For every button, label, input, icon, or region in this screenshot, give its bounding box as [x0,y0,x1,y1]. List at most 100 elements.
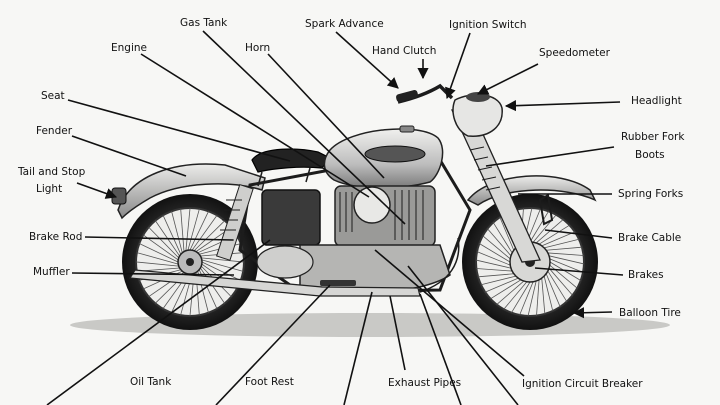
rear-fender-shape [117,163,266,220]
wheel-spoke [201,261,241,281]
wheel-spoke [191,215,218,251]
label-tail-stop-light-line1: Tail and Stop [17,166,86,178]
leader-exhaust-pipes [389,295,406,371]
wheel-spoke [135,261,179,267]
label-spring-forks: Spring Forks [618,188,683,200]
wheel-spoke [548,255,585,265]
wheel-spoke [511,281,531,313]
leader-brake-cable [544,229,613,239]
wheel-spoke [180,208,185,252]
exhaust-bend [419,237,460,293]
engine-block [334,185,436,247]
leader-gas-tank [202,30,406,225]
wheel-spoke [479,243,511,263]
label-oil-tank: Oil Tank [130,376,172,388]
motorcycle-illustration [111,83,598,330]
label-brakes: Brakes [628,269,664,281]
label-ignition-switch: Ignition Switch [449,19,527,31]
wheel-spoke [139,243,179,263]
leader-brake-rod [84,236,234,241]
wheel-spoke [492,222,513,254]
wheel-spoke [496,280,525,305]
foot-rest-shape [320,280,356,286]
leader-extra-1 [343,291,373,405]
hand-clutch-lever [396,89,418,103]
leader-ignition-circuit-breaker [374,249,525,377]
label-rubber-fork-boots-line2: Boots [635,149,665,161]
wheel-spoke [193,220,226,252]
wheel-spoke [543,276,554,312]
rear-wheel [122,194,258,330]
leader-engine [140,53,370,198]
tank-emblem [364,145,426,163]
leader-ignition-switch [445,32,471,100]
label-fender: Fender [36,125,73,137]
wheel-spoke [503,281,528,310]
leader-fender [71,135,187,177]
wheel-spoke [480,275,516,286]
wheel-spoke [527,280,537,317]
leader-foot-rest [215,284,331,405]
wheel-spoke [519,281,534,316]
wheel-spoke [187,208,200,251]
wheel-spoke [541,278,546,314]
wheel-spoke [136,252,179,265]
label-hand-clutch: Hand Clutch [372,45,436,57]
leader-extra-2 [419,293,462,405]
wheel-spoke [536,279,540,316]
wheel-spoke [549,258,584,273]
leader-balloon-tire [572,307,613,319]
wheel-spoke [529,211,549,243]
leader-headlight [504,100,621,112]
leader-oil-tank [46,239,271,405]
label-exhaust-pipes: Exhaust Pipes [388,377,461,389]
wheel-spoke [547,270,568,302]
tank-cap [399,125,415,133]
leader-rubber-fork-boots [485,146,615,167]
part-labels: Gas Tank Spark Advance Ignition Switch E… [17,17,685,390]
wheel-spoke [482,235,511,260]
leader-speedometer [476,63,539,95]
wheel-spoke [201,259,244,272]
label-balloon-tire: Balloon Tire [619,307,681,319]
wheel-spoke [143,234,179,261]
front-wheel [462,194,598,330]
leader-horn [267,53,385,179]
wheel-spoke [478,273,514,278]
wheel-spoke [548,267,573,296]
label-gas-tank: Gas Tank [180,17,228,29]
leader-tail-light [76,182,118,199]
wheel-spoke [490,279,522,300]
wheel-spoke [549,261,581,281]
leader-extra-3 [407,265,519,405]
wheel-spoke [545,273,561,307]
label-seat: Seat [41,90,65,102]
wheel-spoke [538,224,570,245]
rear-shock [215,184,254,261]
wheel-spoke [487,228,512,257]
wheel-spoke [201,257,245,263]
label-headlight: Headlight [631,95,682,107]
label-ignition-circuit-breaker: Ignition Circuit Breaker [522,378,643,390]
label-speedometer: Speedometer [539,47,611,59]
label-engine: Engine [111,42,147,54]
label-spark-advance: Spark Advance [305,18,384,30]
wheel-spoke [541,231,575,247]
label-brake-rod: Brake Rod [29,231,82,243]
wheel-spoke [189,211,209,251]
label-tail-stop-light-line2: Light [36,183,62,195]
primary-cover [256,245,314,279]
wheel-spoke [485,277,519,293]
wheel-spoke [475,259,512,269]
wheel-spoke [171,211,183,253]
wheel-spoke [544,238,580,249]
wheel-spoke [162,215,182,255]
wheel-spoke [476,251,511,266]
wheel-spoke [547,252,584,256]
seat-springs [257,167,311,187]
wheel-spoke [499,217,515,251]
label-muffler: Muffler [33,266,70,278]
leader-seat [67,99,291,162]
leader-muffler [71,272,235,276]
